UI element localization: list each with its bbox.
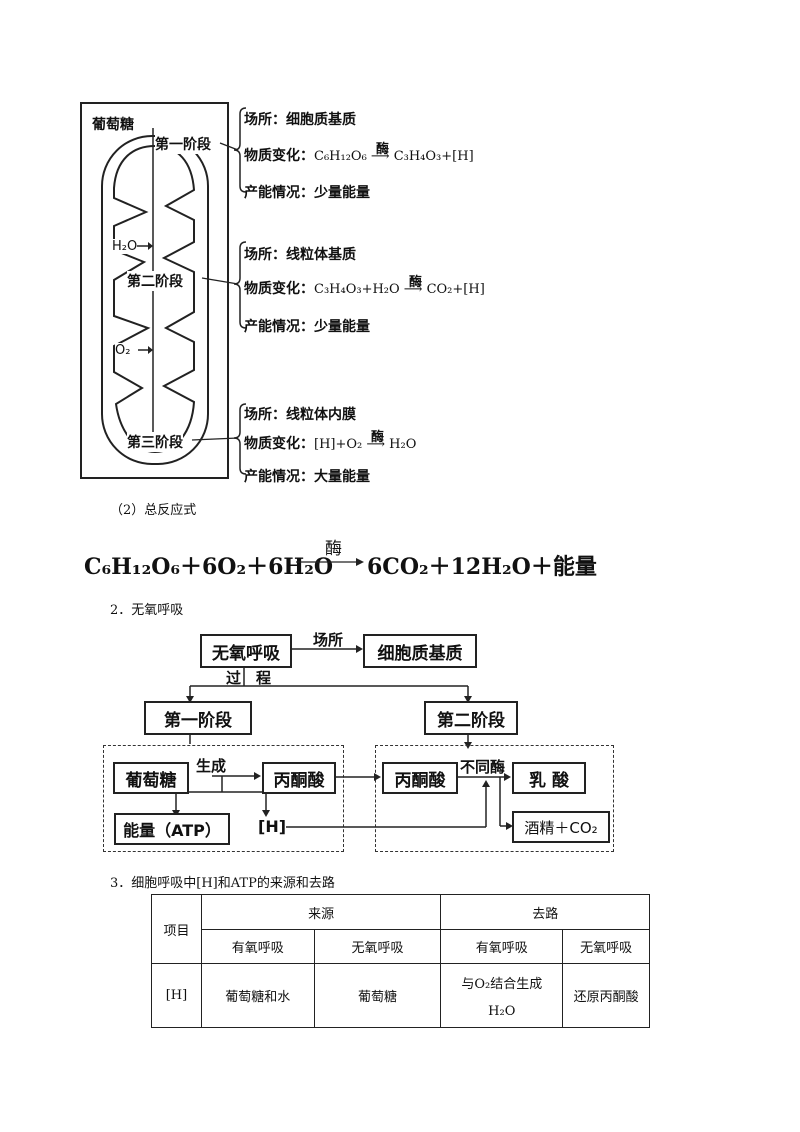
table-header-dest: 去路	[440, 894, 650, 930]
h-label: [H]	[258, 817, 287, 836]
total-left: C₆H₁₂O₆＋6O₂＋6H₂O	[84, 554, 334, 580]
table-cell-aerobic-source: 葡萄糖和水	[200, 963, 315, 1028]
s3-change-label: 物质变化：	[244, 436, 314, 452]
s2-enzyme: 酶	[409, 275, 423, 290]
total-right: 6CO₂＋12H₂O＋能量	[367, 554, 597, 580]
s3-reaction: [H]+O₂ ⟶ H₂O	[314, 437, 417, 452]
table-row-label: [H]	[151, 963, 202, 1028]
brace-connectors	[191, 107, 247, 475]
s2-change-label: 物质变化：	[244, 281, 314, 297]
s3-change: 物质变化：[H]+O₂ ⟶ H₂O	[244, 433, 416, 453]
s2-reaction: C₃H₄O₃+H₂O ⟶ CO₂+[H]	[314, 282, 485, 297]
s1-enzyme: 酶	[376, 142, 390, 157]
stage1-dashed-frame	[103, 745, 344, 852]
section3-heading: 3．细胞呼吸中[H]和ATP的来源和去路	[110, 876, 335, 891]
s3-enzyme: 酶	[371, 430, 385, 445]
pyruvate1-box: 丙酮酸	[262, 762, 336, 794]
table-cell-aerobic-dest: 与O₂结合生成 H₂O	[440, 963, 564, 1028]
place-box: 细胞质基质	[363, 634, 477, 668]
h2o-label: H₂O	[112, 239, 138, 254]
s1-change-label: 物质变化：	[244, 148, 314, 164]
total-heading: （2）总反应式	[110, 503, 197, 518]
anaerobic-title-box: 无氧呼吸	[200, 634, 292, 668]
s2-place: 场所：线粒体基质	[244, 247, 356, 263]
table-subheader-anaerobic-dest: 无氧呼吸	[562, 929, 650, 964]
table-header-item: 项目	[151, 894, 202, 964]
anaerobic-stage2-box: 第二阶段	[424, 701, 518, 735]
anaerobic-flow-arrows	[172, 772, 513, 830]
glucose-label: 葡萄糖	[92, 114, 134, 134]
pyruvate2-box: 丙酮酸	[382, 762, 458, 794]
s3-energy: 产能情况：大量能量	[244, 469, 370, 485]
table-subheader-aerobic-source: 有氧呼吸	[200, 929, 315, 964]
s3-place: 场所：线粒体内膜	[244, 407, 356, 423]
table-header-source: 来源	[200, 894, 442, 930]
total-arrow	[296, 558, 364, 566]
stage2-dashed-frame	[375, 745, 614, 852]
h-atp-table: 项目 来源 去路 有氧呼吸 无氧呼吸 有氧呼吸 无氧呼吸 [H] 葡萄糖和水 葡…	[151, 894, 650, 1028]
s1-reaction: C₆H₁₂O₆ ⟶ C₃H₄O₃+[H]	[314, 149, 474, 164]
anaerobic-heading: 2．无氧呼吸	[110, 603, 184, 618]
anaerobic-stage1-box: 第一阶段	[144, 701, 252, 735]
glucose-box: 葡萄糖	[113, 762, 189, 794]
s2-energy: 产能情况：少量能量	[244, 319, 370, 335]
o2-label: O₂	[115, 343, 131, 358]
place-label: 场所	[313, 631, 344, 649]
generate-label: 生成	[196, 757, 227, 775]
table-cell-anaerobic-source: 葡萄糖	[313, 963, 442, 1028]
diff-enzyme-label: 不同酶	[460, 758, 506, 776]
table-cell-aerobic-dest-line1: 与O₂结合生成	[461, 976, 543, 992]
s1-place: 场所：细胞质基质	[244, 112, 356, 128]
table-subheader-anaerobic-source: 无氧呼吸	[313, 929, 442, 964]
stage1-label: 第一阶段	[155, 134, 211, 154]
table-row: [H] 葡萄糖和水 葡萄糖 与O₂结合生成 H₂O 还原丙酮酸	[151, 963, 650, 1028]
s1-change: 物质变化：C₆H₁₂O₆ ⟶ C₃H₄O₃+[H]	[244, 145, 474, 165]
stage2-label: 第二阶段	[127, 271, 183, 291]
s2-change: 物质变化：C₃H₄O₃+H₂O ⟶ CO₂+[H]	[244, 278, 485, 298]
alcohol-co2-box: 酒精＋CO₂	[512, 811, 610, 843]
stage3-label: 第三阶段	[127, 432, 183, 452]
table-cell-anaerobic-dest: 还原丙酮酸	[562, 963, 650, 1028]
total-enzyme: 酶	[325, 539, 342, 559]
table-subheader-aerobic-dest: 有氧呼吸	[440, 929, 564, 964]
lactic-box: 乳 酸	[512, 762, 586, 794]
s1-energy: 产能情况：少量能量	[244, 185, 370, 201]
energy-atp-box: 能量（ATP）	[114, 813, 230, 845]
table-cell-aerobic-dest-line2: H₂O	[488, 1003, 516, 1019]
process-label: 过 程	[226, 669, 272, 687]
